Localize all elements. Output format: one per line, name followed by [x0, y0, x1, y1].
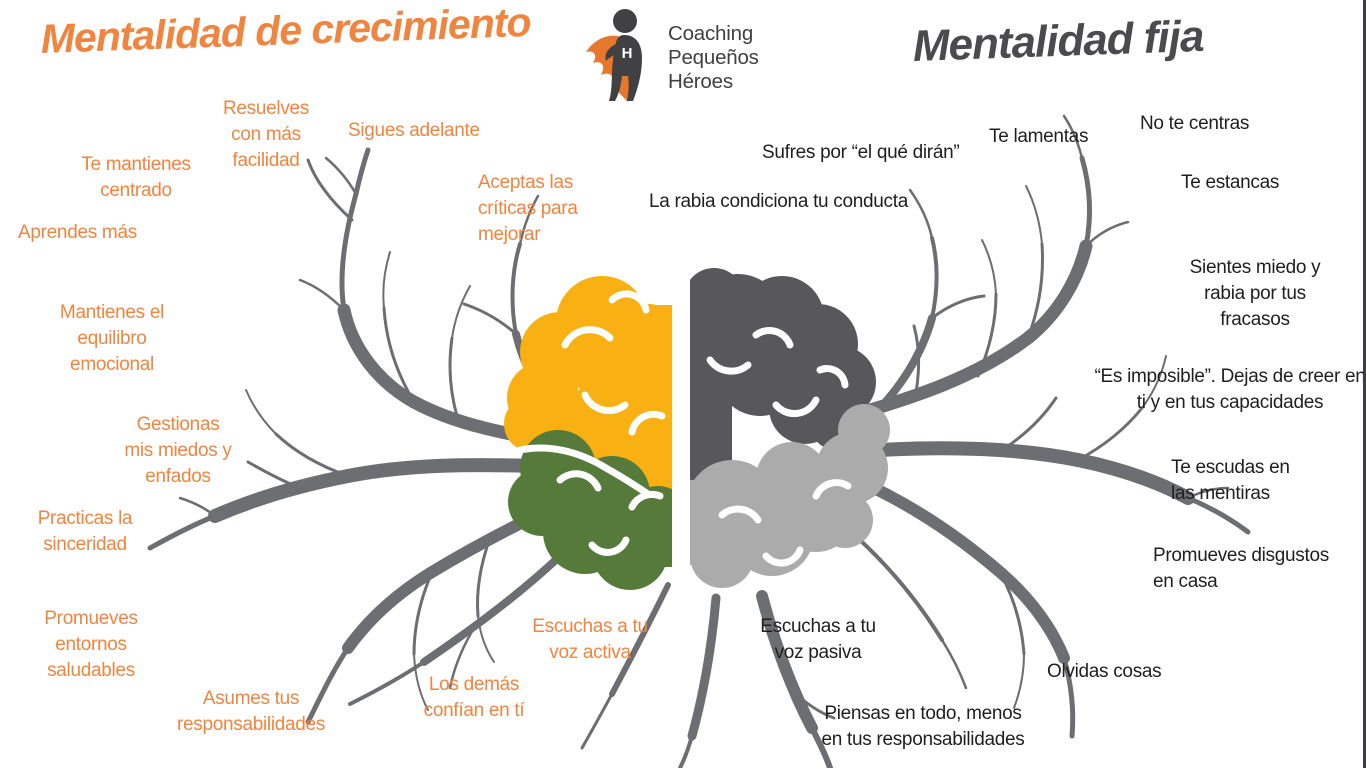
growth-item-gestionas: Gestionas mis miedos y enfados	[124, 414, 232, 487]
growth-item-sigues: Sigues adelante	[348, 120, 480, 141]
brain-right-bottom-lightgray	[690, 404, 890, 588]
fixed-item-olvidas: Olvidas cosas	[1047, 661, 1162, 682]
fixed-mindset-title: Mentalidad fija	[912, 11, 1205, 71]
fixed-item-es-imposible: “Es imposible”. Dejas de creer en ti y e…	[1094, 366, 1366, 413]
superhero-logo-icon: H	[586, 9, 642, 102]
fixed-item-estancas: Te estancas	[1181, 172, 1280, 193]
dendrite-branches-right	[580, 114, 1251, 768]
growth-item-criticas: Aceptas las críticas para mejorar	[478, 172, 578, 245]
fixed-item-no-centras: No te centras	[1140, 113, 1250, 134]
logo-wordmark: Coaching Pequeños Héroes	[668, 22, 759, 95]
fixed-item-miedo-fracasos: Sientes miedo y rabia por tus fracasos	[1189, 257, 1321, 330]
brain-left-hemisphere	[504, 276, 672, 590]
fixed-item-mentiras: Te escudas en las mentiras	[1171, 457, 1290, 504]
logo-line-1: Coaching	[668, 22, 754, 45]
growth-item-confian: Los demás confían en tí	[423, 674, 525, 721]
growth-item-entornos: Promueves entornos saludables	[44, 608, 138, 681]
fixed-item-lamentas: Te lamentas	[989, 126, 1089, 147]
fixed-item-voz-pasiva: Escuchas a tu voz pasiva	[760, 616, 876, 663]
fixed-item-rabia-conducta: La rabia condiciona tu conducta	[649, 191, 909, 212]
svg-text:H: H	[622, 45, 633, 62]
growth-item-equilibro: Mantienes el equilibro emocional	[59, 302, 165, 375]
fixed-item-que-diran: Sufres por “el qué dirán”	[762, 142, 960, 163]
right-edge-border	[1363, 0, 1366, 768]
growth-item-voz-activa: Escuchas a tu voz activa	[532, 616, 648, 663]
brain-left-top-yellow	[504, 276, 672, 500]
growth-item-resuelves: Resuelves con más facilidad	[222, 98, 309, 171]
brain-right-detail-lines	[706, 327, 852, 567]
fixed-item-piensas: Piensas en todo, menos en tus responsabi…	[821, 703, 1025, 750]
growth-item-centrado: Te mantienes centrado	[81, 154, 191, 201]
growth-item-asumes: Asumes tus responsabilidades	[176, 688, 326, 735]
growth-item-sinceridad: Practicas la sinceridad	[37, 508, 133, 555]
brain-left-detail-lines	[516, 290, 666, 556]
logo-line-2: Pequeños	[668, 46, 759, 70]
growth-item-aprendes: Aprendes más	[18, 222, 137, 243]
brain-right-hemisphere	[690, 268, 890, 588]
logo-line-3: Héroes	[668, 70, 733, 94]
fixed-item-disgustos: Promueves disgustos en casa	[1153, 545, 1329, 592]
